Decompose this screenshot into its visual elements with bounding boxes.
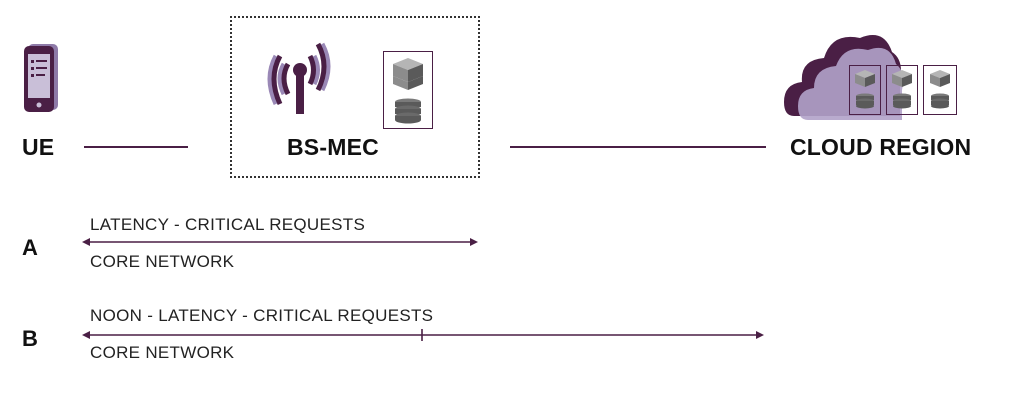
server-stack-icon [892,70,912,109]
scenario-a-label: A [22,235,38,260]
cloud-server-frame-2 [886,65,918,115]
bs-mec-boundary [230,16,480,178]
server-stack-icon [855,70,875,109]
mec-server-frame [383,51,433,129]
cloud-server-frame-3 [923,65,957,115]
link-ue-bsmec [84,146,188,148]
scenario-a-top-text: LATENCY - CRITICAL REQUESTS [90,215,366,234]
scenario-b-label: B [22,326,38,351]
server-stack-icon [393,58,423,124]
cloud-server-frame-1 [849,65,881,115]
scenario-a-bottom-text: CORE NETWORK [90,252,235,271]
server-stack-icon [930,70,950,109]
cloud-region-label: CLOUD REGION [790,134,972,160]
bs-mec-label: BS-MEC [287,134,379,160]
scenario-b-bottom-text: CORE NETWORK [90,343,235,362]
smartphone-icon [24,44,58,112]
antenna-icon [267,42,331,114]
scenario-a-arrow [82,238,478,246]
link-bsmec-cloud [510,146,766,148]
scenario-b-arrow [82,329,764,341]
scenario-b-top-text: NOON - LATENCY - CRITICAL REQUESTS [90,306,434,325]
ue-label: UE [22,134,55,160]
